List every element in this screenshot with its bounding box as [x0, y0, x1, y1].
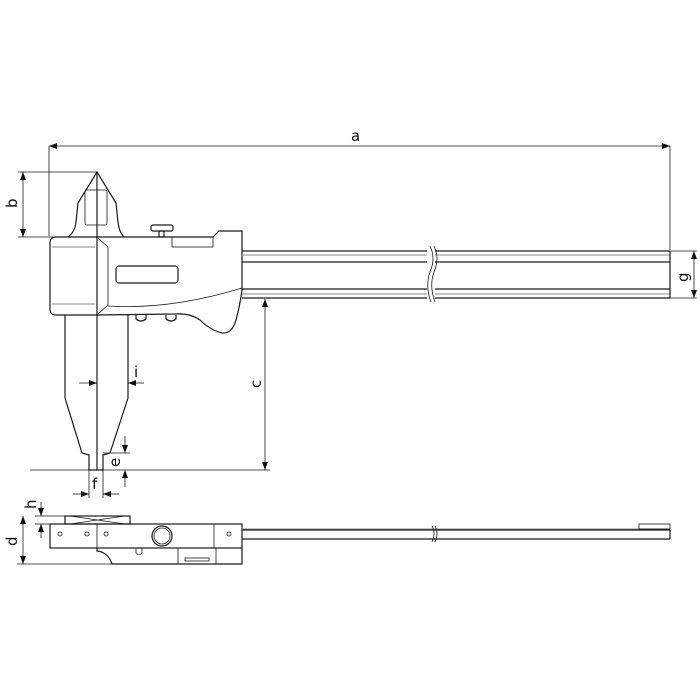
button-2[interactable] — [165, 315, 177, 322]
dim-i-label: i — [134, 363, 138, 381]
button-1[interactable] — [135, 315, 147, 322]
dim-a-label: a — [351, 127, 360, 145]
bottom-dimension-lines: h d — [3, 499, 112, 565]
data-port-cover — [171, 236, 214, 248]
dim-c-label: c — [247, 380, 265, 388]
dim-g-label: g — [674, 272, 692, 282]
beam — [242, 245, 671, 303]
dim-h-label: h — [22, 499, 40, 509]
lock-screw[interactable] — [150, 224, 174, 232]
dim-d-label: d — [3, 536, 21, 546]
slider-body — [96, 230, 243, 334]
dim-f-label: f — [92, 475, 98, 493]
dim-b-label: b — [3, 198, 21, 208]
dim-e-label: e — [106, 458, 124, 467]
thumb-roller[interactable] — [151, 525, 173, 547]
bottom-view — [49, 515, 671, 565]
lcd-display — [115, 265, 179, 284]
dimension-lines: a b g c i e f — [3, 127, 697, 498]
fixed-jaw-block — [49, 236, 97, 316]
upper-jaw-slot — [84, 189, 108, 226]
upper-jaws — [67, 170, 125, 238]
front-view — [49, 170, 671, 471]
